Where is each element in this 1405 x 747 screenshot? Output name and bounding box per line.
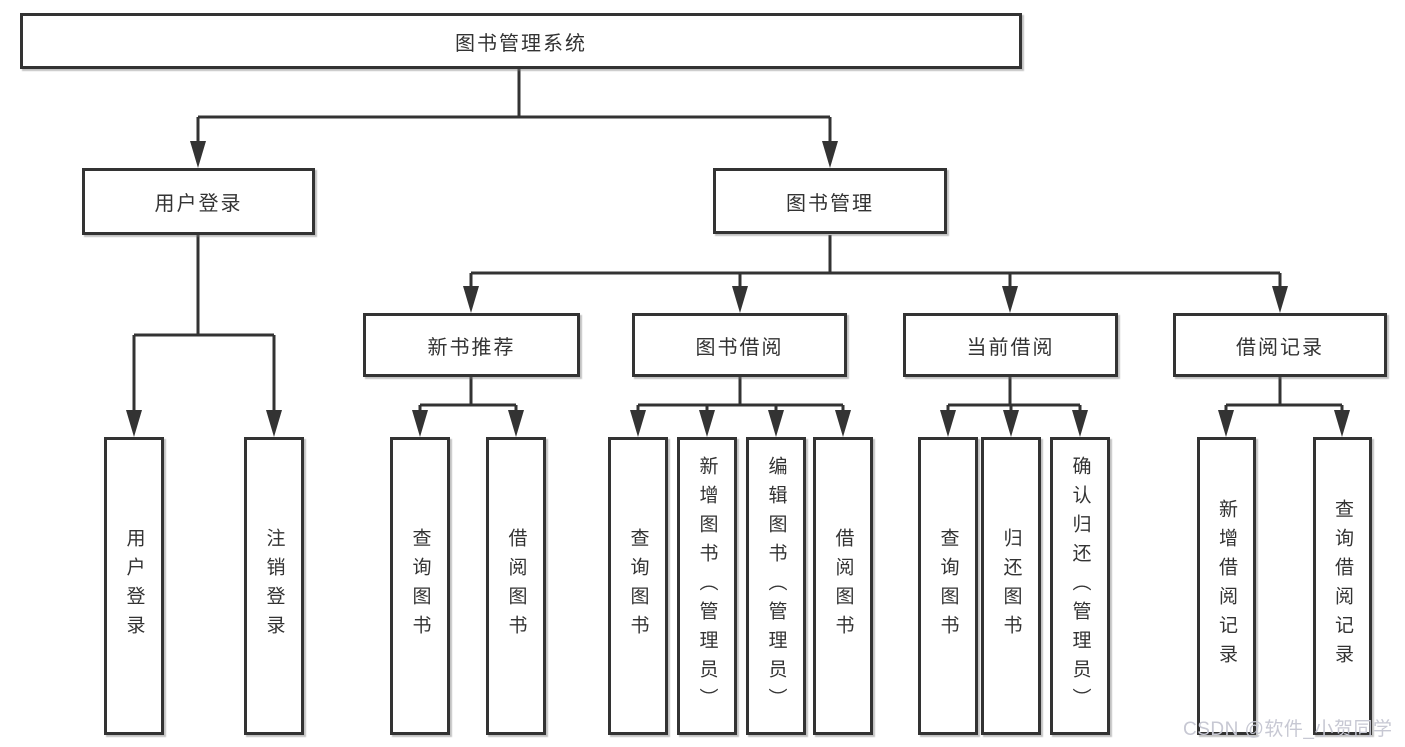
node-root-label: 图书管理系统 (455, 32, 587, 55)
arrowheads (126, 141, 1350, 437)
leaf-query-books-borrowing: 查询图书 (608, 437, 668, 735)
leaf-borrow-books-borrowing-label: 借阅图书 (832, 528, 854, 644)
leaf-query-books-borrowing-label: 查询图书 (627, 528, 649, 644)
leaf-add-book-admin: 新增图书（管理员） (677, 437, 737, 735)
node-book-borrowing-label: 图书借阅 (695, 336, 784, 359)
node-current-borrowing: 当前借阅 (903, 313, 1118, 377)
leaf-user-login: 用户登录 (104, 437, 164, 735)
csdn-watermark: CSDN @软件_小贺同学 (1183, 719, 1393, 740)
node-user-login: 用户登录 (82, 168, 315, 235)
leaf-add-borrow-record-label: 新增借阅记录 (1216, 499, 1237, 673)
leaf-query-books-current-label: 查询图书 (937, 528, 959, 644)
node-book-management: 图书管理 (713, 168, 947, 234)
leaf-edit-book-admin: 编辑图书（管理员） (746, 437, 806, 735)
leaf-return-book: 归还图书 (981, 437, 1041, 735)
leaf-query-borrow-record: 查询借阅记录 (1313, 437, 1372, 735)
node-borrowing-records: 借阅记录 (1173, 313, 1387, 377)
node-book-management-label: 图书管理 (786, 192, 874, 215)
leaf-query-books-recommend: 查询图书 (390, 437, 450, 735)
leaf-query-books-recommend-label: 查询图书 (409, 528, 431, 644)
leaf-borrow-books-borrowing: 借阅图书 (813, 437, 873, 735)
node-user-login-label: 用户登录 (154, 193, 243, 215)
leaf-add-book-admin-label: 新增图书（管理员） (696, 455, 718, 717)
leaf-borrow-books-recommend-label: 借阅图书 (505, 528, 527, 644)
leaf-borrow-books-recommend: 借阅图书 (486, 437, 546, 735)
node-new-book-recommend-label: 新书推荐 (427, 336, 516, 359)
node-new-book-recommend: 新书推荐 (363, 313, 580, 377)
node-book-borrowing: 图书借阅 (632, 313, 847, 377)
node-borrowing-records-label: 借阅记录 (1236, 336, 1324, 359)
node-current-borrowing-label: 当前借阅 (966, 336, 1055, 359)
leaf-user-login-label: 用户登录 (123, 528, 145, 644)
leaf-return-book-label: 归还图书 (1000, 528, 1022, 644)
leaf-query-borrow-record-label: 查询借阅记录 (1332, 499, 1353, 673)
leaf-logout: 注销登录 (244, 437, 304, 735)
leaf-edit-book-admin-label: 编辑图书（管理员） (765, 455, 787, 717)
node-root-library-system: 图书管理系统 (20, 13, 1022, 69)
leaf-query-books-current: 查询图书 (918, 437, 978, 735)
leaf-confirm-return-admin: 确认归还（管理员） (1050, 437, 1110, 735)
leaf-logout-label: 注销登录 (263, 528, 285, 644)
leaf-add-borrow-record: 新增借阅记录 (1197, 437, 1256, 735)
leaf-confirm-return-admin-label: 确认归还（管理员） (1069, 455, 1091, 717)
